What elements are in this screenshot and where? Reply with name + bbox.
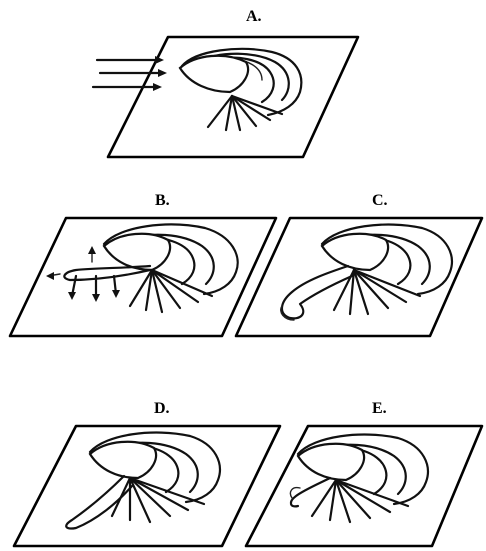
- panel-e-plane: [246, 426, 482, 546]
- panel-e-retracting-foot: [290, 478, 330, 506]
- panel-e-byssal-threads: [312, 480, 408, 522]
- panel-e-mussel: [298, 435, 428, 504]
